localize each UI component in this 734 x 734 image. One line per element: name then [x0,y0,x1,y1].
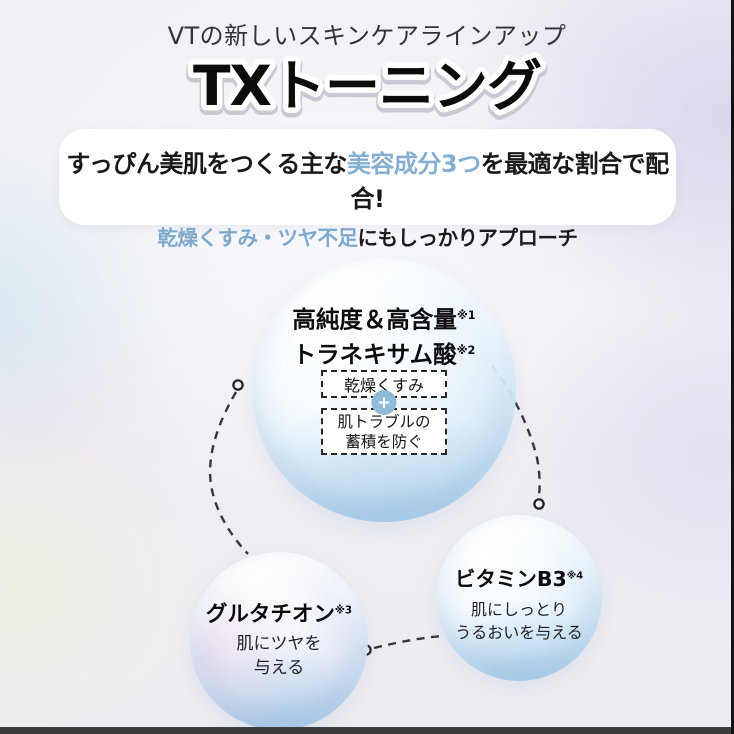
effect-box1-label: 乾燥くすみ [343,376,424,395]
connector-ring-left-icon [232,379,244,391]
claim-line1-pre: すっぴん美肌をつくる主な [66,150,347,178]
bubble-glutathione: グルタチオン※3 肌にツヤを 与える [190,552,368,730]
effect-box2-line1: 肌トラブルの [337,412,431,431]
effect-box-skin-trouble: 肌トラブルの 蓄積を防ぐ [321,408,447,455]
right-edge-line [731,0,734,734]
claim-line1-post: を最適な割合で配合! [350,150,670,213]
vitamin-b3-description: 肌にしっとり うるおいを与える [436,598,602,644]
claim-line-2: 乾燥くすみ・ツヤ不足にもしっかりアプローチ [59,221,676,251]
dashed-connector-left [208,391,249,555]
vitamin-b3-desc-line2: うるおいを与える [455,623,583,642]
claim-line1-highlight: 美容成分3つ [346,150,481,178]
glutathione-desc-line1: 肌にツヤを [236,634,322,654]
footnote-mark-1: ※1 [456,309,476,322]
bubble-tranexamic-acid: 高純度＆高含量※1 トラネキサム酸※2 乾燥くすみ + 肌トラブルの 蓄積を防ぐ [252,258,516,522]
lineup-subtitle: VTの新しいスキンケアラインアップ [167,22,567,50]
plus-icon: + [371,390,397,415]
product-title: TXトーニング [193,54,541,118]
vitamin-b3-desc-line1: 肌にしっとり [470,600,567,619]
glutathione-description: 肌にツヤを 与える [190,632,368,680]
claim-line2-highlight: 乾燥くすみ・ツヤ不足 [157,226,359,250]
footnote-mark-2: ※2 [456,344,476,358]
vitamin-b3-heading: ビタミンB3※4 [454,567,584,591]
bubble-vitamin-b3: ビタミンB3※4 肌にしっとり うるおいを与える [436,515,602,681]
tranexamic-heading-line2: トラネキサム酸 [292,340,457,369]
product-title-shadow: TXトーニング [193,57,541,121]
tranexamic-heading-line1: 高純度＆高含量 [292,305,457,334]
claim-line2-post: にもしっかりアプローチ [357,226,579,250]
tranexamic-heading: 高純度＆高含量※1 トラネキサム酸※2 [252,300,516,371]
glutathione-desc-line2: 与える [253,658,305,678]
glutathione-heading: グルタチオン※3 [205,602,353,627]
footnote-mark-3: ※3 [334,604,353,617]
footnote-mark-4: ※4 [566,570,584,582]
claim-line-1: すっぴん美肌をつくる主な美容成分3つを最適な割合で配合! [59,144,676,214]
dashed-connector-bottom [373,634,443,650]
product-title-art: TXトーニング TXトーニング [186,49,549,129]
claim-box: すっぴん美肌をつくる主な美容成分3つを最適な割合で配合! 乾燥くすみ・ツヤ不足に… [59,129,676,250]
effect-box2-line2: 蓄積を防ぐ [345,432,423,451]
connector-ring-right-icon [533,498,545,510]
bottom-crop-bar [0,727,734,734]
